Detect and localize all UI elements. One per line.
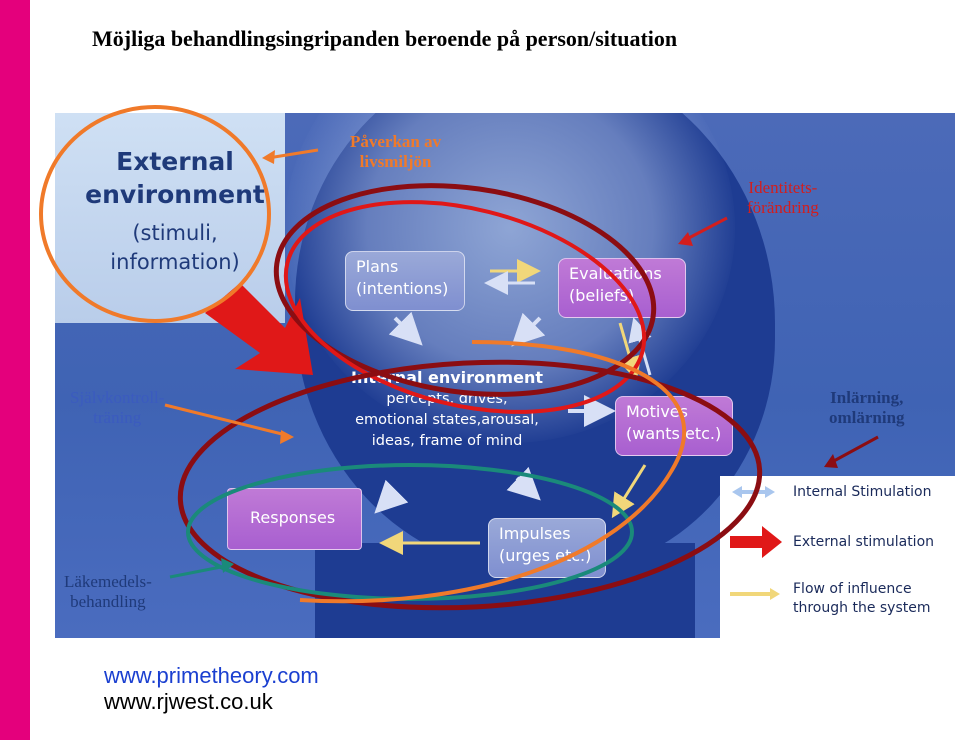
flow-arrow-evaluations-motives xyxy=(618,322,642,381)
annotation-inlarning-line2: omlärning xyxy=(829,408,905,428)
external-environment-title: External environment xyxy=(75,146,275,211)
annotation-paverkan: Påverkan av livsmiljön xyxy=(350,132,441,173)
external-environment-sub-line1: (stimuli, xyxy=(132,221,218,245)
legend-flow-label: Flow of influence through the system xyxy=(793,580,931,618)
arrow-inlarning xyxy=(831,435,879,464)
annotation-identitet: Identitets- förändring xyxy=(747,178,819,219)
ellipse-internal-environment xyxy=(177,359,763,611)
annotation-inlarning-line1: Inlärning, xyxy=(830,388,904,407)
node-motives-line1: Motives xyxy=(626,402,688,421)
external-stimulation-arrow-icon xyxy=(205,283,313,375)
annotation-paverkan-line1: Påverkan av xyxy=(350,132,442,151)
node-internal-environment: Internal environment percepts, drives, e… xyxy=(327,366,567,452)
external-environment-subtitle: (stimuli, information) xyxy=(75,219,275,278)
left-accent-bar xyxy=(0,0,30,740)
annotation-lakemedel: Läkemedels- behandling xyxy=(64,572,152,613)
legend-flow-line2: through the system xyxy=(793,599,931,616)
arrow-lakemedel xyxy=(169,564,227,579)
internal-arrow-impulses xyxy=(506,466,541,501)
node-plans: Plans (intentions) xyxy=(345,251,465,311)
circle-external-environment xyxy=(39,105,271,323)
arrow-paverkan xyxy=(267,148,319,160)
node-plans-line2: (intentions) xyxy=(356,278,449,298)
annotation-lakemedel-line1: Läkemedels- xyxy=(64,572,152,591)
annotation-inlarning: Inlärning, omlärning xyxy=(829,388,905,429)
arrow-sjalv-head xyxy=(280,430,294,444)
ellipse-evaluations-motives xyxy=(273,183,657,397)
flow-of-influence-arrow-icon xyxy=(770,588,780,600)
arrow-sjalv xyxy=(164,403,287,437)
annotation-paverkan-line2: livsmiljön xyxy=(359,152,432,172)
node-motives-line2: (wants etc.) xyxy=(626,423,722,443)
arrow-paverkan-head xyxy=(262,150,275,164)
internal-arrow-responses xyxy=(374,479,409,514)
annotation-sjalv: Självkontroll- träning xyxy=(70,388,164,429)
node-impulses-line2: (urges etc.) xyxy=(499,545,592,565)
source-links: www.primetheory.com www.rjwest.co.uk xyxy=(104,663,319,716)
arrow-identitet xyxy=(684,216,728,242)
legend-external-label: External stimulation xyxy=(793,534,935,550)
link-rjwest[interactable]: www.rjwest.co.uk xyxy=(104,689,273,715)
annotation-identitet-line2: förändring xyxy=(747,198,819,218)
node-evaluations-line2: (beliefs) xyxy=(569,285,635,305)
external-stimulation-legend-arrow-icon xyxy=(730,526,782,558)
external-environment-title-line1: External xyxy=(116,147,234,176)
annotation-lakemedel-line2: behandling xyxy=(70,592,146,612)
node-responses: Responses xyxy=(227,488,362,550)
link-primetheory[interactable]: www.primetheory.com xyxy=(104,663,319,688)
annotation-sjalv-line1: Självkontroll- xyxy=(70,388,165,407)
legend-panel: Internal Stimulation External stimulatio… xyxy=(720,476,955,638)
node-impulses-line1: Impulses xyxy=(499,524,571,543)
external-environment-title-line2: environment xyxy=(85,179,265,209)
arrow-identitet-head xyxy=(678,232,693,246)
page-title: Möjliga behandlingsingripanden beroende … xyxy=(92,26,678,51)
node-plans-line1: Plans xyxy=(356,257,399,276)
node-internal-line4: ideas, frame of mind xyxy=(371,433,523,450)
arrow-lakemedel-head xyxy=(221,558,234,573)
stage-arrows xyxy=(205,259,652,555)
arrow-inlarning-head xyxy=(824,454,838,468)
legend-flow-line1: Flow of influence xyxy=(793,581,912,597)
node-internal-line3: emotional states,arousal, xyxy=(355,412,539,429)
annotation-sjalv-line2: träning xyxy=(93,408,142,428)
internal-arrow-evaluations xyxy=(511,312,546,347)
external-environment-sub-line2: information) xyxy=(110,250,240,275)
curve-influence xyxy=(299,340,687,604)
internal-arrow-plans xyxy=(388,311,423,346)
flow-arrow-motives-impulses xyxy=(611,464,647,519)
ellipse-responses-impulses xyxy=(186,463,634,601)
annotation-identitet-line1: Identitets- xyxy=(748,178,818,197)
node-responses-line1: Responses xyxy=(250,508,336,527)
ellipse-identity xyxy=(283,200,647,414)
legend-internal-label: Internal Stimulation xyxy=(793,484,932,500)
